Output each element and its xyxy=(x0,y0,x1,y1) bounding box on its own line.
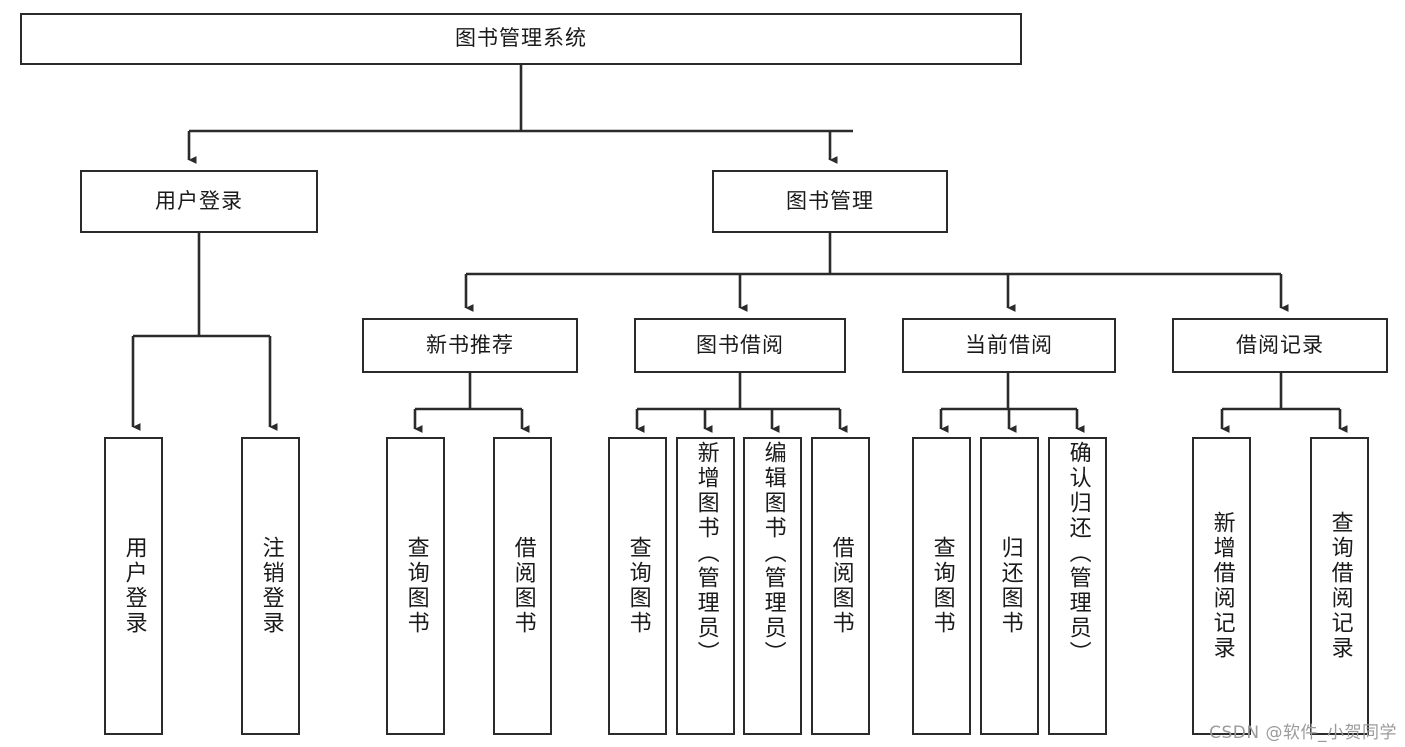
node-leaf-return-book-label: 归还图书 xyxy=(997,536,1023,636)
node-leaf-query-book-3[interactable]: 查询图书 xyxy=(912,437,971,735)
node-leaf-query-book-1[interactable]: 查询图书 xyxy=(386,437,445,735)
node-leaf-query-book-1-label: 查询图书 xyxy=(403,536,429,636)
node-borrow-record-label: 借阅记录 xyxy=(1236,332,1324,357)
node-leaf-logout-label: 注销登录 xyxy=(258,536,284,636)
node-leaf-add-record[interactable]: 新增借阅记录 xyxy=(1192,437,1251,735)
node-current-borrow-label: 当前借阅 xyxy=(965,332,1053,357)
node-leaf-borrow-book-1[interactable]: 借阅图书 xyxy=(493,437,552,735)
node-root-label: 图书管理系统 xyxy=(455,26,587,51)
node-leaf-borrow-book-2[interactable]: 借阅图书 xyxy=(811,437,870,735)
node-leaf-confirm-return[interactable]: 确认归还（管理员） xyxy=(1048,437,1107,735)
node-book-manage-label: 图书管理 xyxy=(786,188,874,213)
node-root[interactable]: 图书管理系统 xyxy=(20,13,1022,65)
node-leaf-logout[interactable]: 注销登录 xyxy=(241,437,300,735)
node-leaf-borrow-book-2-label: 借阅图书 xyxy=(828,536,854,636)
node-leaf-edit-book[interactable]: 编辑图书（管理员） xyxy=(743,437,802,735)
node-leaf-add-record-label: 新增借阅记录 xyxy=(1209,511,1235,661)
node-book-manage[interactable]: 图书管理 xyxy=(712,170,948,233)
node-leaf-user-login-label: 用户登录 xyxy=(121,536,147,636)
node-leaf-confirm-return-label: 确认归还（管理员） xyxy=(1065,441,1091,666)
node-leaf-query-book-2-label: 查询图书 xyxy=(625,536,651,636)
node-user-login[interactable]: 用户登录 xyxy=(80,170,318,233)
node-leaf-query-book-2[interactable]: 查询图书 xyxy=(608,437,667,735)
node-leaf-add-book[interactable]: 新增图书（管理员） xyxy=(676,437,735,735)
node-leaf-query-book-3-label: 查询图书 xyxy=(929,536,955,636)
watermark: CSDN @软件_小贺同学 xyxy=(1209,723,1397,743)
node-borrow-record[interactable]: 借阅记录 xyxy=(1172,318,1388,373)
node-leaf-return-book[interactable]: 归还图书 xyxy=(980,437,1039,735)
node-leaf-query-record-label: 查询借阅记录 xyxy=(1327,511,1353,661)
node-leaf-user-login[interactable]: 用户登录 xyxy=(104,437,163,735)
node-leaf-edit-book-label: 编辑图书（管理员） xyxy=(760,441,786,666)
node-new-book-recommend-label: 新书推荐 xyxy=(426,332,514,357)
node-new-book-recommend[interactable]: 新书推荐 xyxy=(362,318,578,373)
node-leaf-query-record[interactable]: 查询借阅记录 xyxy=(1310,437,1369,735)
node-current-borrow[interactable]: 当前借阅 xyxy=(902,318,1116,373)
node-book-borrow[interactable]: 图书借阅 xyxy=(634,318,846,373)
node-leaf-borrow-book-1-label: 借阅图书 xyxy=(510,536,536,636)
node-leaf-add-book-label: 新增图书（管理员） xyxy=(693,441,719,666)
node-book-borrow-label: 图书借阅 xyxy=(696,332,784,357)
node-user-login-label: 用户登录 xyxy=(155,188,243,213)
